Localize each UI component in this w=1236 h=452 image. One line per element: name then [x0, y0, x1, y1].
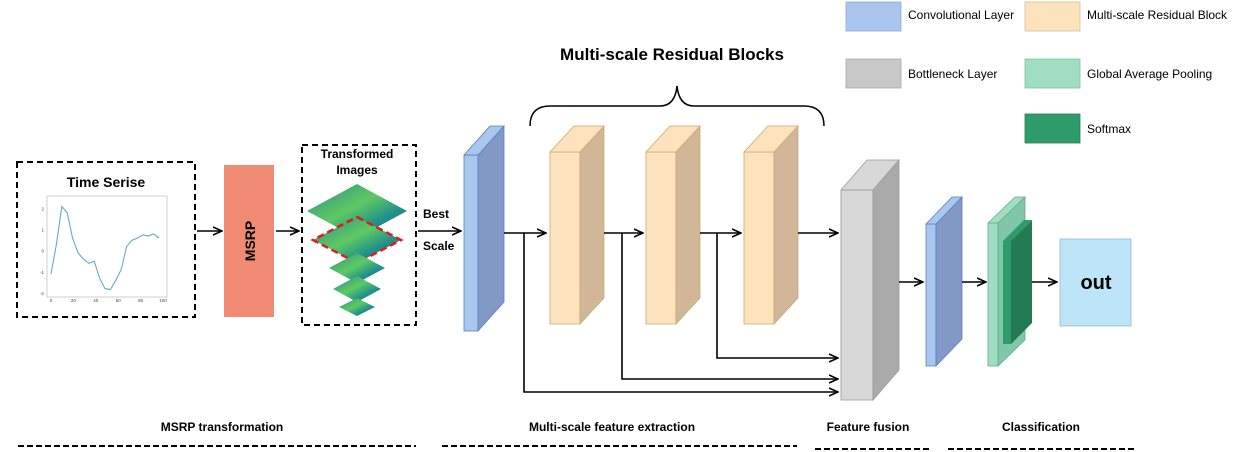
section-label-extraction: Multi-scale feature extraction	[529, 420, 695, 434]
section-label-classification: Classification	[1002, 420, 1080, 434]
legend-label-softmax: Softmax	[1087, 122, 1131, 136]
time-series-y-tick: 0	[41, 249, 44, 254]
time-series-y-tick: -1	[40, 270, 44, 275]
diagram-title: Multi-scale Residual Blocks	[560, 45, 784, 64]
time-series-title: Time Serise	[67, 174, 146, 190]
transformed-images-panel: Transformed Images	[301, 144, 417, 326]
time-series-x-tick: 20	[71, 298, 77, 303]
section-label-fusion: Feature fusion	[827, 420, 910, 434]
time-series-x-tick: 100	[159, 298, 167, 303]
time-series-x-tick: 80	[138, 298, 144, 303]
legend-swatch-gap	[1024, 58, 1081, 89]
time-series-y-tick: -2	[40, 291, 44, 296]
transformed-image-4	[333, 276, 381, 302]
time-series-plot-area	[46, 195, 168, 298]
legend-label-conv: Convolutional Layer	[908, 8, 1014, 22]
softmax-layer	[1003, 220, 1032, 344]
transformed-image-5	[339, 298, 375, 316]
legend-label-gap: Global Average Pooling	[1087, 67, 1212, 81]
bottleneck-layer	[840, 158, 900, 402]
msrp-label: MSRP	[242, 221, 258, 261]
msrb-3	[743, 124, 799, 326]
legend-label-msrb: Multi-scale Residual Block	[1087, 8, 1228, 22]
time-series-x-tick: 0	[50, 298, 53, 303]
legend-label-bottleneck: Bottleneck Layer	[908, 67, 997, 81]
skip-connection-2	[621, 233, 838, 379]
best-scale-label-1: Best	[423, 207, 449, 221]
output-box	[1059, 238, 1132, 327]
time-series-x-tick: 60	[116, 298, 122, 303]
conv-layer-2	[925, 196, 963, 367]
time-series-y-tick: 2	[41, 207, 44, 212]
transformed-images-label-2: Images	[336, 163, 378, 177]
time-series-x-tick: 40	[93, 298, 99, 303]
time-series-x-ticks: 0 20 40 60 80 100	[50, 298, 168, 303]
legend-swatch-msrb	[1024, 1, 1081, 32]
skip-connection-3	[716, 233, 838, 358]
transformed-image-1	[307, 184, 407, 238]
conv-layer-1	[463, 124, 505, 333]
msrb-2	[645, 124, 701, 326]
msrb-brace	[529, 85, 825, 127]
legend-swatch-softmax	[1024, 113, 1081, 144]
msrb-1	[549, 124, 605, 326]
time-series-line	[50, 205, 160, 291]
output-label: out	[1080, 272, 1111, 294]
skip-connection-1	[523, 233, 838, 392]
legend-swatch-conv	[845, 1, 902, 32]
legend: Convolutional Layer Multi-scale Residual…	[845, 1, 1228, 144]
transformed-image-3	[329, 253, 385, 283]
msrp-block	[224, 165, 274, 317]
section-label-msrp: MSRP transformation	[161, 420, 283, 434]
legend-swatch-bottleneck	[845, 58, 902, 89]
time-series-y-tick: 1	[41, 228, 44, 233]
time-series-y-ticks: 2 1 0 -1 -2	[40, 207, 45, 296]
transformed-images-label-1: Transformed	[321, 147, 394, 161]
best-scale-label-2: Scale	[423, 239, 455, 253]
time-series-panel: Time Serise 2 1 0 -1 -2 0 20 40 60 80 100	[16, 161, 196, 318]
